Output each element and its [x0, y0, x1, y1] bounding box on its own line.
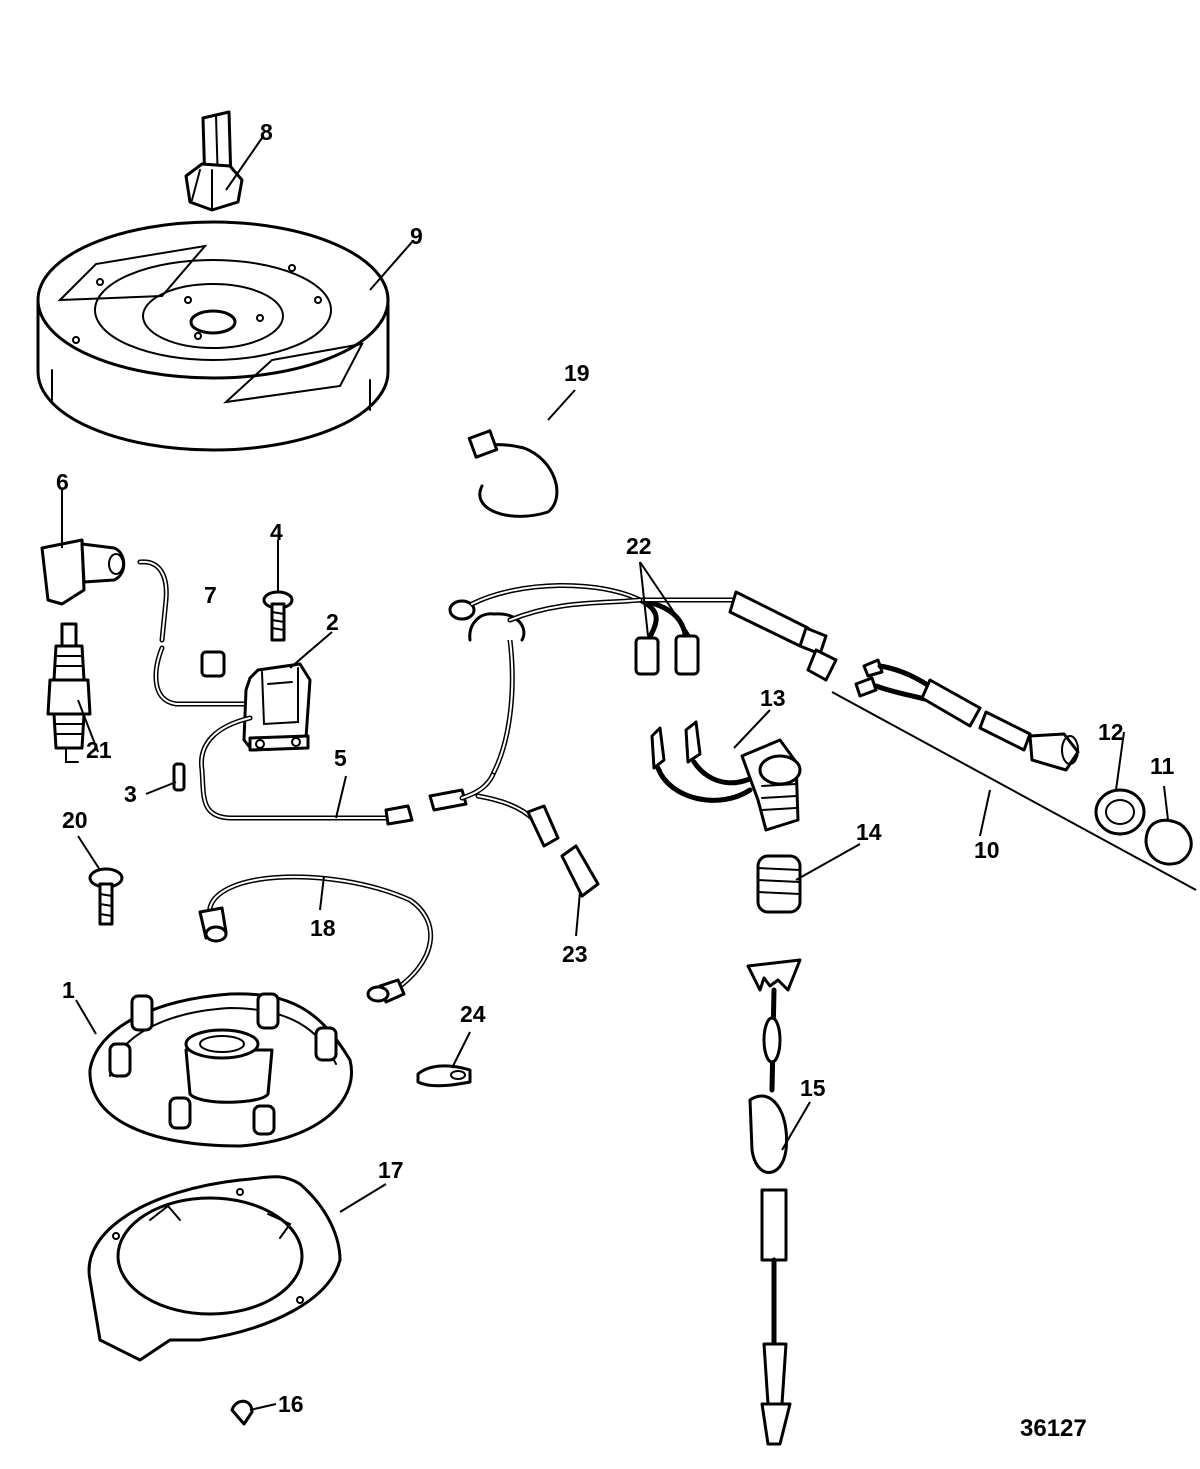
stop-switch-part — [650, 720, 802, 832]
stator-plate-part — [88, 992, 353, 1148]
callout-1: 1 — [62, 977, 75, 1003]
callout-22: 22 — [626, 533, 652, 559]
mounting-nut-part — [1094, 788, 1146, 836]
callout-11: 11 — [1150, 753, 1175, 779]
callout-2: 2 — [326, 609, 339, 635]
callout-21: 21 — [86, 737, 112, 763]
trigger-lead-part — [198, 715, 560, 848]
stator-base-plate-part — [87, 1175, 342, 1362]
spark-plug-part — [46, 622, 92, 763]
ground-lead-part — [198, 874, 434, 1004]
callout-9: 9 — [410, 223, 423, 249]
callout-6: 6 — [56, 469, 69, 495]
flywheel-nut-part — [184, 110, 244, 212]
flywheel-part — [36, 220, 390, 452]
callout-7: 7 — [204, 582, 217, 608]
callout-23: 23 — [562, 941, 588, 967]
stop-switch-cable-part — [831, 658, 1197, 891]
cable-clamp-part — [416, 1064, 472, 1088]
lanyard-part — [746, 958, 802, 1446]
cap-part — [1144, 818, 1193, 866]
callout-17: 17 — [378, 1157, 404, 1183]
spacer-sleeve-part — [200, 650, 226, 678]
pin-part — [172, 762, 186, 792]
callout-3: 3 — [124, 781, 137, 807]
ignition-coil-part — [153, 645, 312, 752]
connector-part — [560, 844, 600, 898]
callout-24: 24 — [460, 1001, 486, 1027]
callout-5: 5 — [334, 745, 347, 771]
callout-20: 20 — [62, 807, 88, 833]
wiring-harness-part — [448, 583, 838, 775]
callout-15: 15 — [800, 1075, 826, 1101]
callout-19: 19 — [564, 360, 590, 386]
coil-screw-part — [262, 590, 294, 642]
spark-plug-boot-part — [40, 538, 169, 643]
callout-labels: 8 9 19 6 4 22 7 2 13 12 11 21 5 3 20 14 … — [56, 119, 1175, 1417]
callout-4: 4 — [270, 519, 283, 545]
callout-18: 18 — [310, 915, 336, 941]
callout-10: 10 — [974, 837, 1000, 863]
figure-number: 36127 — [1020, 1415, 1087, 1442]
callout-14: 14 — [856, 819, 882, 845]
callout-8: 8 — [260, 119, 273, 145]
mounting-screw-part — [88, 867, 124, 926]
callout-12: 12 — [1098, 719, 1124, 745]
callout-13: 13 — [760, 685, 786, 711]
spring-part — [756, 854, 802, 914]
woodruff-key-part — [230, 1399, 254, 1426]
callout-16: 16 — [278, 1391, 304, 1417]
cable-tie-part — [467, 429, 559, 518]
callout-leaders — [61, 137, 1169, 1411]
